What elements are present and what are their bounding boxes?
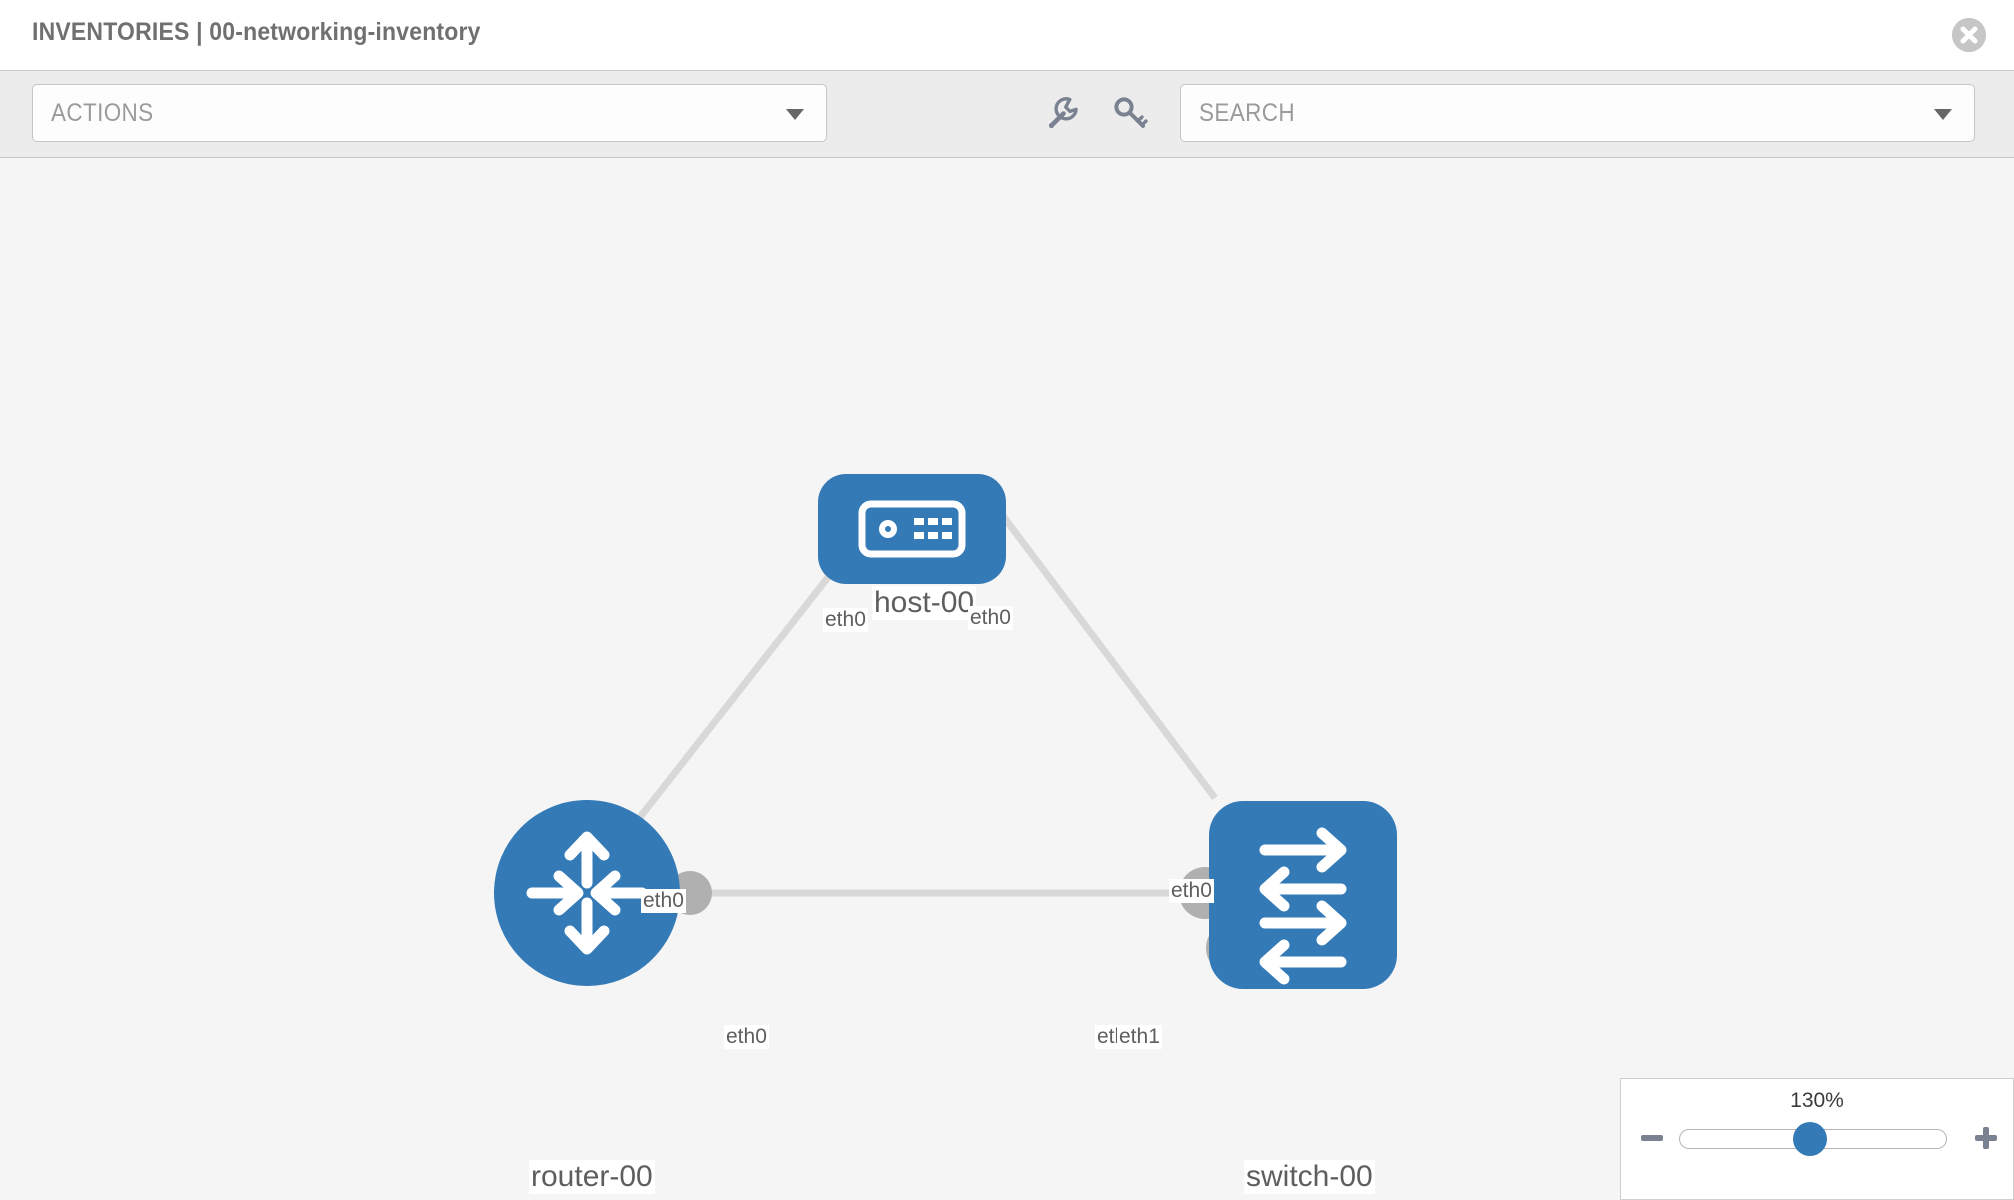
iface-label: eth0	[1169, 879, 1214, 904]
edge-host-switch	[979, 485, 1218, 801]
iface-label: eth1	[1117, 1025, 1162, 1050]
plus-icon[interactable]	[1973, 1125, 1999, 1151]
chevron-down-icon	[786, 109, 804, 120]
key-icon[interactable]	[1110, 93, 1150, 133]
server-icon	[858, 500, 966, 558]
search-placeholder: SEARCH	[1199, 99, 1295, 127]
zoom-percent-label: 130%	[1790, 1089, 1844, 1112]
title-bar: INVENTORIES | 00-networking-inventory	[0, 0, 2014, 70]
toolbar: ACTIONS SEARCH	[0, 70, 2014, 158]
iface-label: eth0	[823, 608, 868, 633]
router-arrows-icon	[526, 831, 648, 955]
topology-graph	[494, 474, 1397, 989]
chevron-down-icon[interactable]	[1934, 109, 1952, 120]
minus-icon[interactable]	[1639, 1125, 1665, 1151]
search-input[interactable]: SEARCH	[1180, 84, 1975, 142]
actions-dropdown-label: ACTIONS	[51, 99, 154, 127]
zoom-slider-thumb[interactable]	[1793, 1122, 1827, 1156]
node-label-router-00: router-00	[529, 1160, 655, 1194]
node-host-00	[818, 474, 1006, 584]
wrench-icon[interactable]	[1043, 93, 1083, 133]
close-icon[interactable]	[1952, 18, 1986, 52]
node-switch-00	[1209, 801, 1397, 989]
actions-dropdown[interactable]: ACTIONS	[32, 84, 827, 142]
node-label-host-00: host-00	[872, 586, 977, 620]
switch-arrows-icon	[1259, 827, 1347, 985]
page-title: INVENTORIES | 00-networking-inventory	[32, 18, 481, 46]
topology-canvas[interactable]: host-00 router-00 switch-00 eth0 eth0 et…	[0, 158, 2014, 1200]
iface-label: eth0	[641, 889, 686, 914]
zoom-control-panel: 130%	[1620, 1078, 2014, 1200]
iface-label: eth0	[724, 1025, 769, 1050]
iface-label: eth0	[968, 606, 1013, 631]
node-router-00	[494, 800, 680, 986]
node-label-switch-00: switch-00	[1244, 1160, 1375, 1194]
